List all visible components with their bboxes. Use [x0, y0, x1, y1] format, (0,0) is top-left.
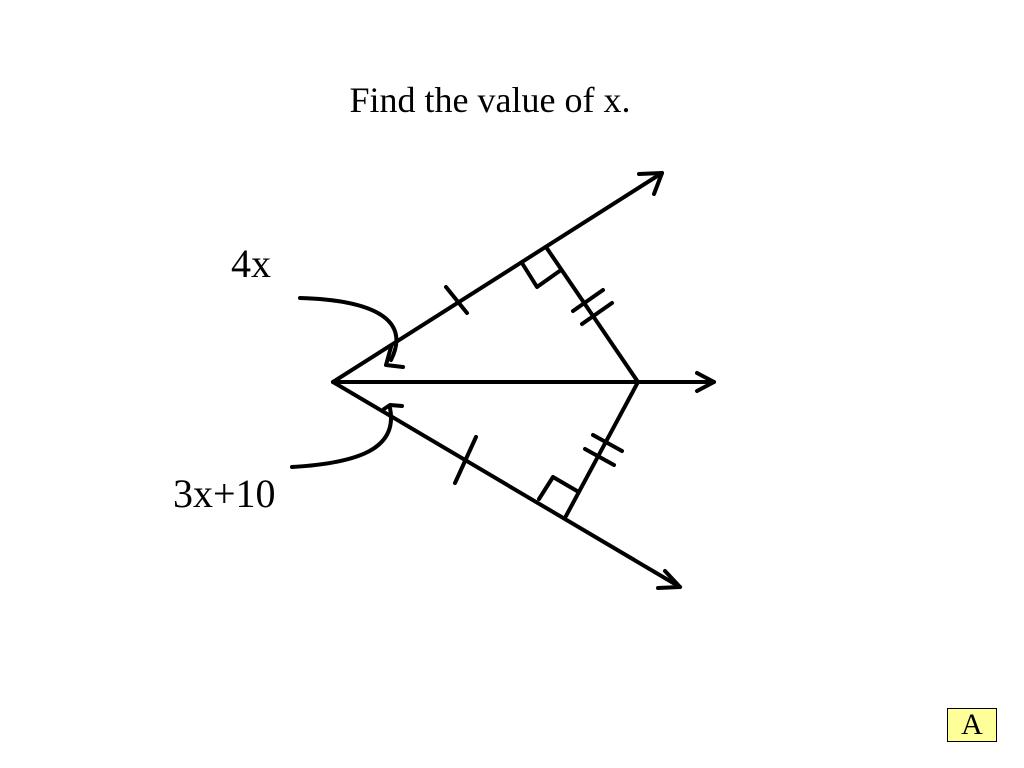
page-title: Find the value of x. [349, 80, 631, 120]
upper-ray-arrowhead [637, 171, 664, 196]
lower-right-angle-mark [537, 475, 579, 501]
upper-side-tick [444, 285, 469, 315]
upper-right-angle-mark [520, 261, 563, 289]
bottom-angle-pointer-head [382, 403, 404, 411]
lower-perp-tick-2 [583, 447, 616, 467]
lower-side-tick [453, 435, 478, 485]
lower-ray [331, 380, 682, 589]
answer-button[interactable]: A [947, 708, 997, 742]
bisector-arrowhead [695, 371, 716, 393]
upper-perp-tick-1 [571, 288, 605, 313]
upper-perpendicular [544, 245, 640, 384]
lower-perpendicular [564, 380, 640, 518]
top-angle-pointer [298, 296, 399, 362]
lower-perp-tick-1 [591, 433, 624, 453]
bottom-angle-pointer [290, 406, 394, 469]
top-angle-pointer-head [384, 345, 405, 369]
lower-ray-arrowhead [656, 569, 682, 590]
angle-label-4x: 4x [231, 241, 271, 286]
upper-ray [331, 171, 664, 384]
upper-perp-tick-2 [580, 301, 614, 326]
angle-label-3x-plus-10: 3x+10 [173, 471, 276, 516]
